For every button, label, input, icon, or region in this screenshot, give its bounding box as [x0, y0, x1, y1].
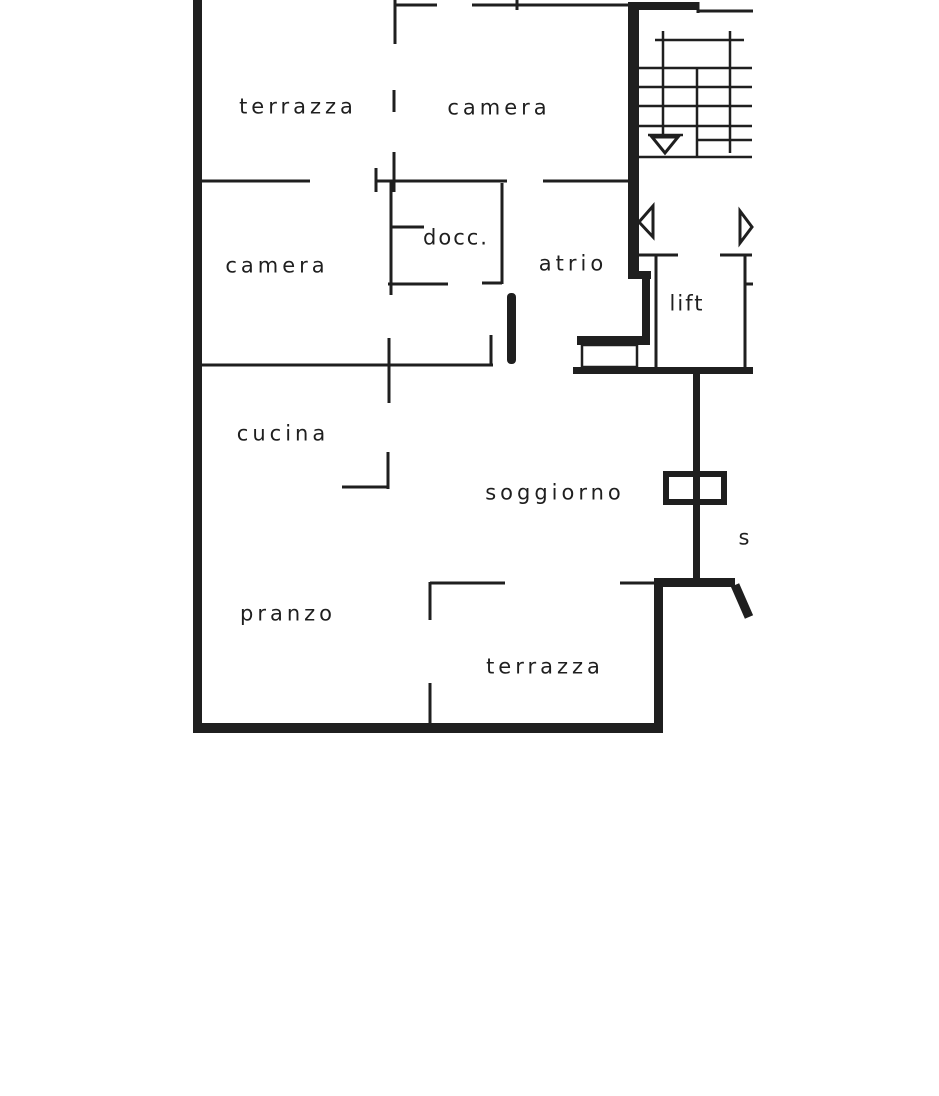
- wall-bottom-exterior: [193, 723, 663, 733]
- room-label-cucina: cucina: [236, 421, 330, 446]
- wall-atrio-step-horizontal: [628, 271, 651, 279]
- duct-box: [580, 343, 639, 369]
- column-marker: [663, 471, 727, 505]
- wall-left-exterior: [193, 0, 202, 733]
- wall-stairwell-vertical: [628, 7, 639, 278]
- room-label-pranzo: pranzo: [239, 601, 337, 626]
- room-label-terrazza-top: terrazza: [239, 94, 357, 119]
- wall-diagonal-cut: [730, 583, 754, 619]
- wall-terrace-vertical: [654, 583, 663, 729]
- wall-lift-bottom: [573, 367, 753, 374]
- room-label-truncated-right: s: [738, 525, 754, 550]
- stair-down-arrow-icon: [648, 135, 682, 156]
- door-swing-icon: [738, 206, 754, 248]
- room-label-lift: lift: [669, 291, 705, 316]
- room-label-terrazza-bottom: terrazza: [486, 654, 604, 679]
- door-swing-icon: [636, 202, 655, 241]
- room-label-camera-top: camera: [447, 95, 551, 120]
- wall-atrio-bar: [577, 336, 650, 345]
- wall-atrio-step-vertical: [642, 276, 650, 342]
- room-label-soggiorno: soggiorno: [485, 480, 625, 505]
- wall-stairwell-top: [628, 2, 698, 10]
- room-label-camera-left: camera: [225, 253, 329, 278]
- door-leaf: [507, 293, 516, 364]
- staircase: [639, 31, 752, 159]
- room-label-docc: docc.: [423, 225, 489, 250]
- room-label-atrio: atrio: [538, 251, 608, 276]
- wall-terrace-top: [654, 578, 735, 587]
- wall-column-stub: [693, 374, 700, 584]
